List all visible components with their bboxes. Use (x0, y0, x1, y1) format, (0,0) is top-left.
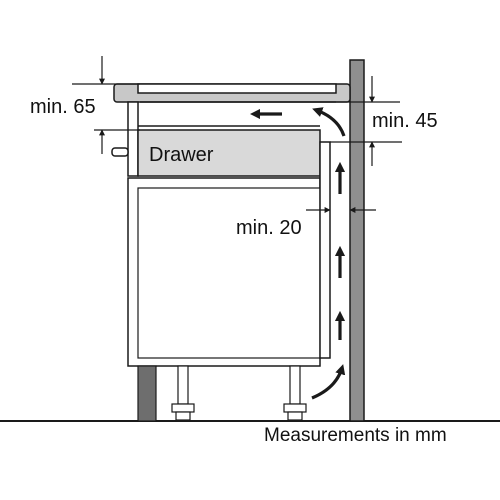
dimension-arrow-icon (330, 76, 402, 166)
front-panel (127, 101, 139, 177)
airflow-arrow-icon (249, 107, 346, 400)
min-45-label: min. 45 (372, 110, 438, 132)
dimension-arrow-icon (72, 56, 140, 154)
min-20-label: min. 20 (236, 217, 302, 239)
cabinet-leg (171, 365, 195, 421)
cabinet-inner (137, 187, 321, 359)
wall (349, 59, 365, 422)
drawer-box (137, 129, 321, 177)
measurements-caption: Measurements in mm (264, 425, 447, 446)
drawer-label: Drawer (149, 144, 214, 166)
plinth (137, 365, 157, 422)
cabinet-leg (283, 365, 307, 421)
cooktop (137, 83, 337, 94)
cabinet-rear-panel (319, 141, 331, 359)
drawer-knob (111, 147, 129, 157)
min-65-label: min. 65 (30, 96, 96, 118)
